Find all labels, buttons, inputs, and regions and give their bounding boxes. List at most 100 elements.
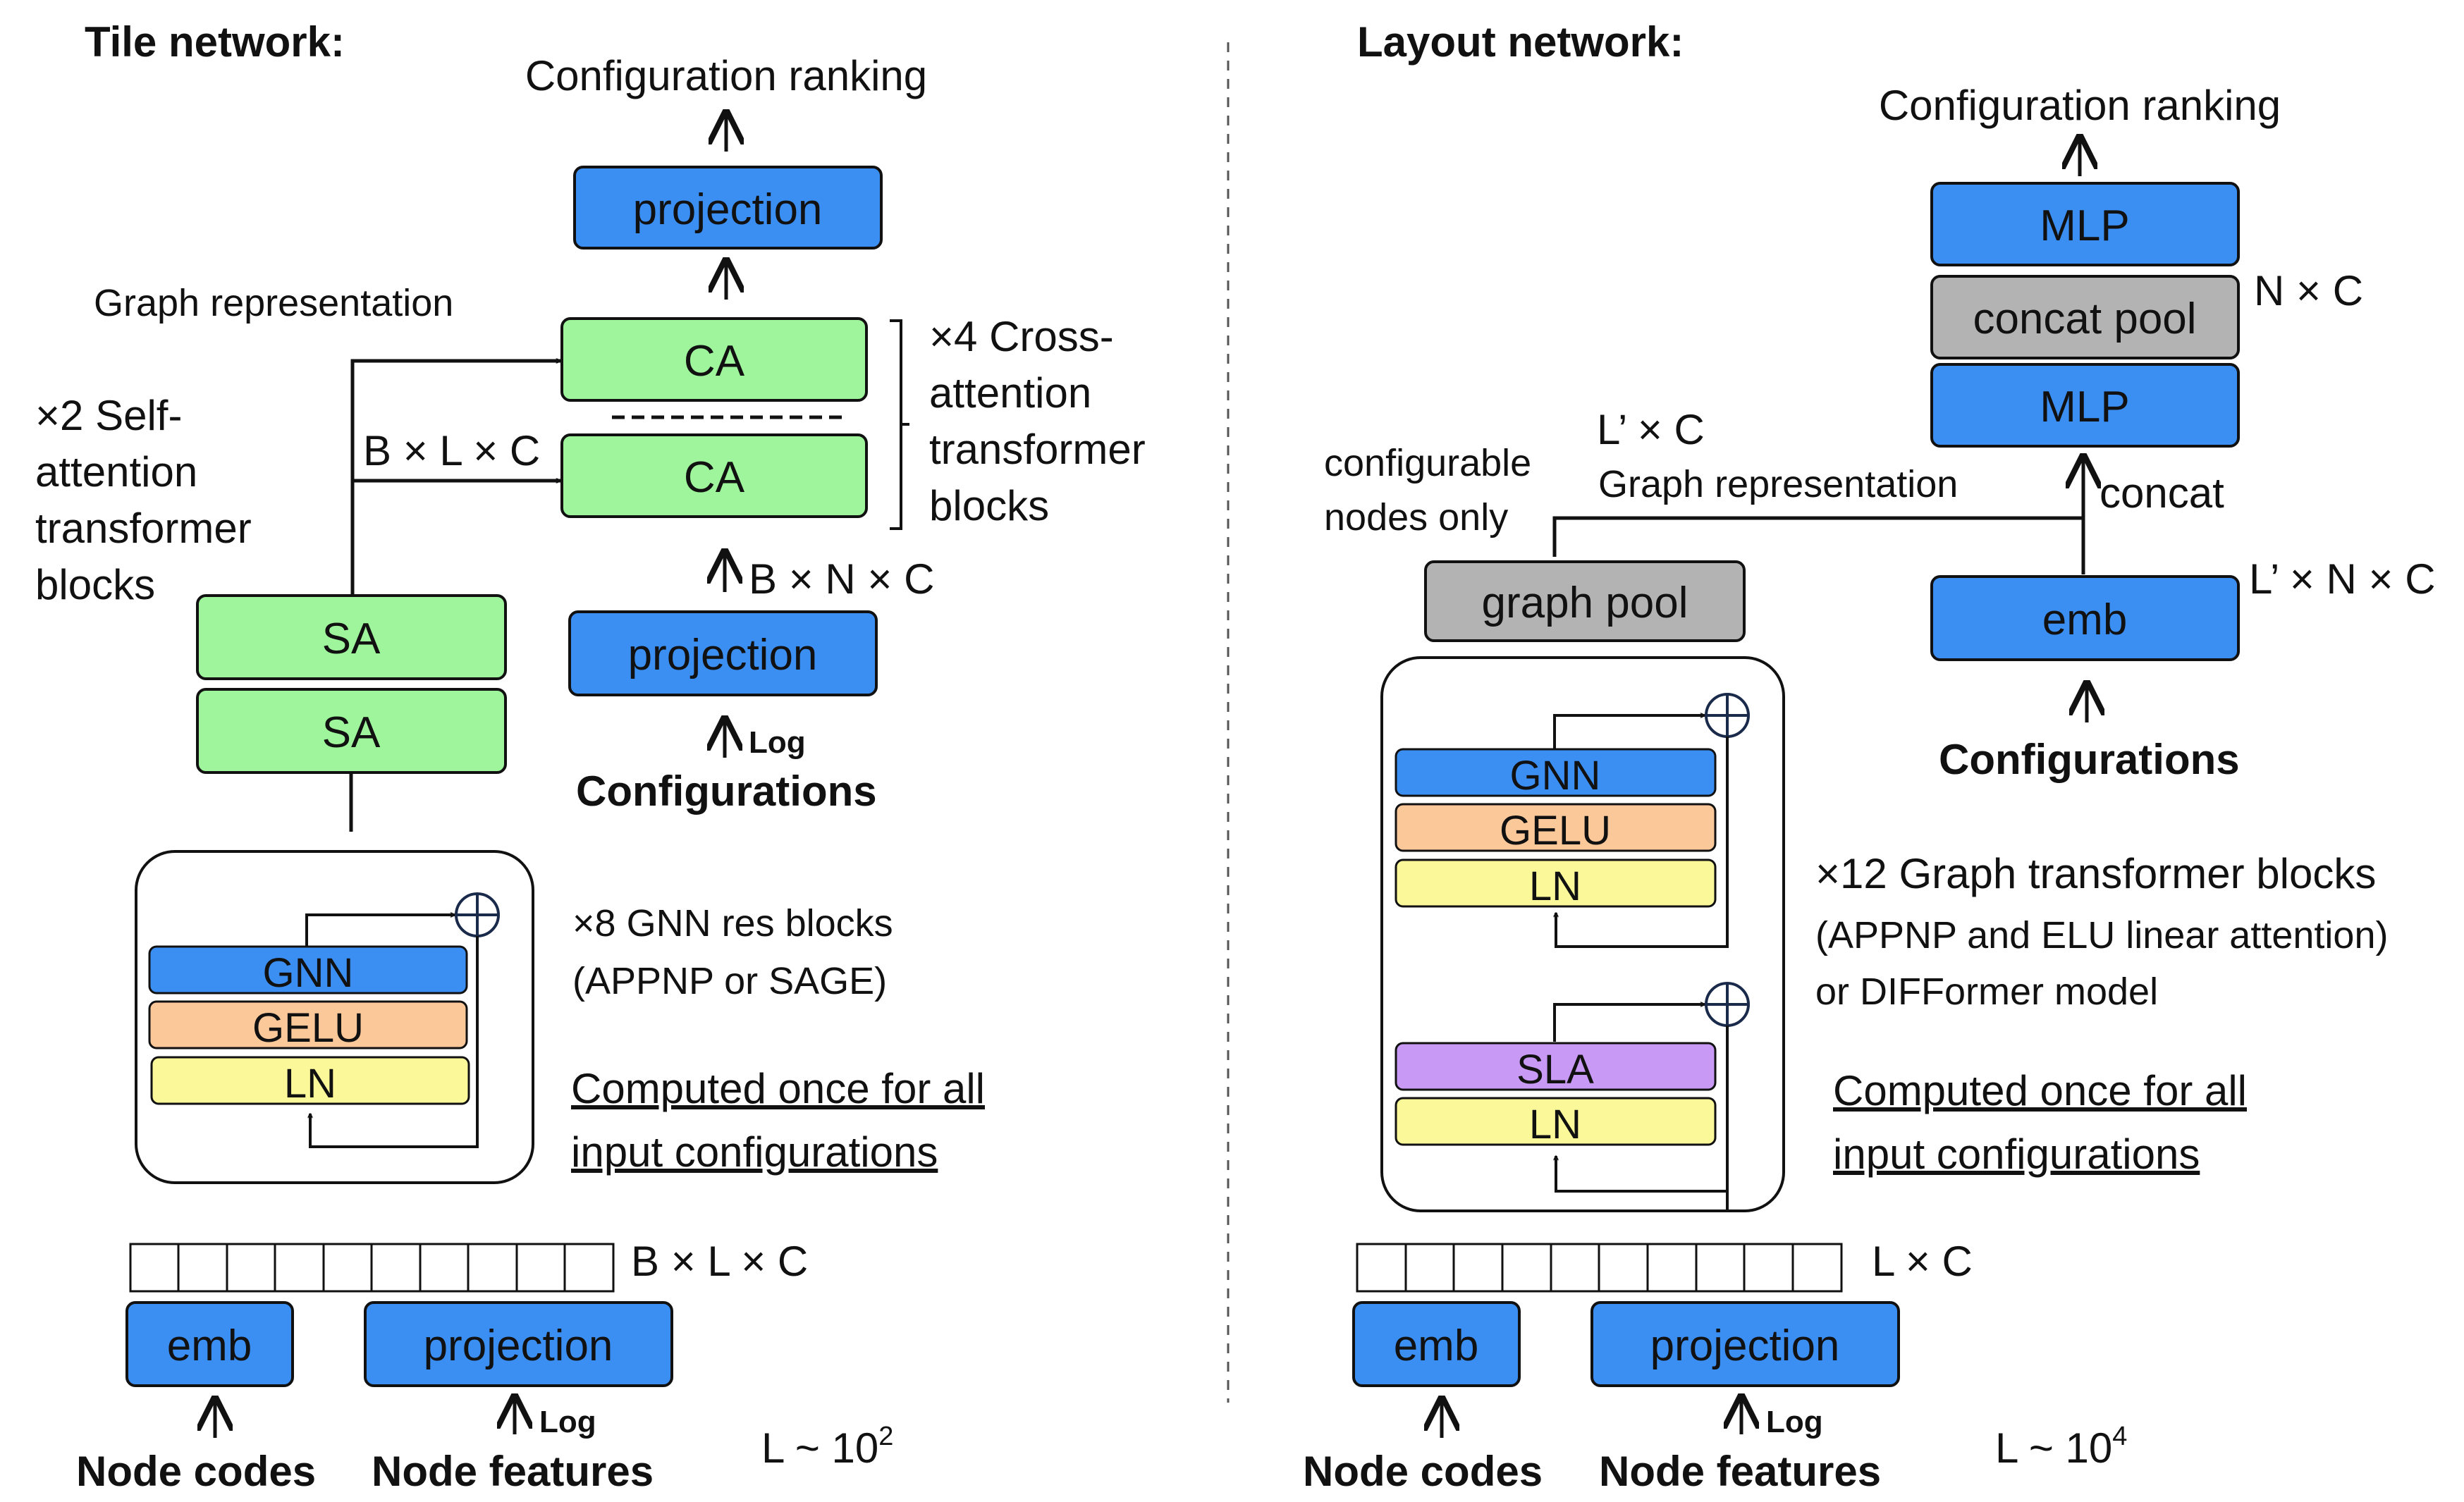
tile-gnn-box xyxy=(148,945,468,995)
tile-emb-box xyxy=(125,1301,294,1387)
layout-concat: concat xyxy=(2100,469,2224,517)
tile-ca-label-2: CA xyxy=(684,453,745,502)
layout-configurations: Configurations xyxy=(1939,736,2240,783)
layout-concat-pool-label: concat pool xyxy=(1973,295,2196,343)
tile-sa-label-1: SA xyxy=(322,615,381,663)
tile-ln-box xyxy=(150,1056,470,1105)
layout-emb-label: emb xyxy=(1394,1322,1479,1370)
layout-mlp-top-box xyxy=(1930,182,2240,266)
layout-graph-tf-sub2: or DIFFormer model xyxy=(1815,971,2158,1013)
layout-configurable-1: configurable xyxy=(1324,442,1531,484)
layout-computed-1: Computed once for all xyxy=(1833,1067,2247,1114)
layout-lc: L × C xyxy=(1872,1238,1973,1285)
tile-bnc: B × N × C xyxy=(749,555,934,603)
tile-gnn-res-sub: (APPNP or SAGE) xyxy=(572,960,887,1002)
tile-ln-label: LN xyxy=(284,1061,336,1107)
tile-log-bottom: Log xyxy=(539,1405,596,1439)
tile-graph-rep: Graph representation xyxy=(94,282,453,324)
layout-gnn-box xyxy=(1395,748,1717,797)
layout-gnn-label: GNN xyxy=(1510,753,1601,799)
tile-l-approx: L ~ 102 xyxy=(761,1422,893,1472)
tile-configurations: Configurations xyxy=(576,768,877,815)
layout-l-approx-exp: 4 xyxy=(2112,1422,2127,1451)
tile-title: Tile network: xyxy=(85,18,345,66)
layout-ln-box-2 xyxy=(1395,1097,1717,1146)
tile-ca-box-2 xyxy=(560,433,868,518)
tile-gnn-label: GNN xyxy=(263,950,354,996)
layout-node-sequence xyxy=(1356,1243,1843,1293)
layout-projection-bottom-box xyxy=(1590,1301,1900,1387)
layout-emb-cfg-box xyxy=(1930,575,2240,661)
tile-node-codes: Node codes xyxy=(76,1448,316,1495)
tile-node-sequence xyxy=(129,1243,615,1293)
layout-graph-pool-box xyxy=(1424,560,1746,642)
tile-network-panel: Tile network: Configuration ranking proj… xyxy=(35,18,1146,1495)
layout-sla-label: SLA xyxy=(1516,1047,1594,1092)
layout-mlp-bottom-box xyxy=(1930,363,2240,448)
tile-ca-label-1: CA xyxy=(684,337,745,386)
layout-graph-tf: ×12 Graph transformer blocks xyxy=(1815,850,2376,897)
layout-sla-box xyxy=(1395,1042,1717,1091)
tile-projection-cfg-box xyxy=(568,610,878,696)
tile-node-features: Node features xyxy=(372,1448,654,1495)
layout-concat-pool-box xyxy=(1930,275,2240,359)
layout-config-ranking: Configuration ranking xyxy=(1879,82,2281,129)
tile-cross-attn-1: ×4 Cross- xyxy=(929,313,1114,360)
layout-ln-label-2: LN xyxy=(1529,1102,1581,1147)
residual-connector xyxy=(1553,715,1705,749)
tile-blc: B × L × C xyxy=(363,427,540,474)
tile-config-ranking: Configuration ranking xyxy=(525,52,927,99)
tile-l-approx-exp: 2 xyxy=(878,1422,893,1451)
tile-projection-cfg-label: projection xyxy=(628,631,818,679)
layout-nc: N × C xyxy=(2254,267,2363,314)
layout-ln-box-1 xyxy=(1395,858,1717,908)
layout-mlp-bottom-label: MLP xyxy=(2040,383,2129,431)
tile-gnn-res: ×8 GNN res blocks xyxy=(572,902,893,944)
tile-ca-box-1 xyxy=(560,317,868,402)
layout-emb-box xyxy=(1352,1301,1521,1387)
tile-computed-2: input configurations xyxy=(571,1128,938,1176)
tile-self-attn-3: transformer xyxy=(35,505,252,552)
tile-cross-attn-4: blocks xyxy=(929,482,1049,529)
ca-bracket xyxy=(890,319,909,530)
tile-blc-bottom: B × L × C xyxy=(631,1238,808,1285)
layout-graph-rep: Graph representation xyxy=(1598,463,1958,505)
layout-gelu-box xyxy=(1395,803,1717,852)
layout-mlp-top-label: MLP xyxy=(2040,202,2129,250)
tile-cross-attn-2: attention xyxy=(929,369,1091,417)
layout-graph-pool-label: graph pool xyxy=(1481,579,1688,627)
tile-projection-top-label: projection xyxy=(633,185,823,234)
tile-log-cfg: Log xyxy=(749,725,806,760)
layout-node-codes: Node codes xyxy=(1303,1448,1543,1495)
tile-l-approx-base: L ~ 10 xyxy=(761,1424,878,1472)
layout-network-panel: Layout network: Configuration ranking ML… xyxy=(1303,18,2436,1495)
layout-gelu-label: GELU xyxy=(1500,808,1611,854)
tile-emb-label: emb xyxy=(167,1322,252,1370)
layout-lc-prime: L’ × C xyxy=(1597,406,1705,453)
tile-self-attn-4: blocks xyxy=(35,561,155,608)
layout-log-bottom: Log xyxy=(1766,1405,1823,1439)
tile-gelu-label: GELU xyxy=(252,1005,364,1051)
tile-gelu-box xyxy=(148,1000,468,1049)
connector xyxy=(350,361,560,596)
layout-lnc: L’ × N × C xyxy=(2249,555,2436,603)
layout-ln-label-1: LN xyxy=(1529,863,1581,909)
tile-cross-attn-3: transformer xyxy=(929,426,1146,473)
layout-graph-tf-sub1: (APPNP and ELU linear attention) xyxy=(1815,914,2388,956)
layout-title: Layout network: xyxy=(1357,18,1684,66)
tile-projection-bottom-label: projection xyxy=(424,1322,613,1370)
residual-connector xyxy=(1553,1004,1705,1042)
layout-projection-bottom-label: projection xyxy=(1650,1322,1840,1370)
tile-projection-bottom-box xyxy=(364,1301,673,1387)
tile-self-attn-2: attention xyxy=(35,448,197,495)
tile-sa-box-1 xyxy=(196,594,507,680)
layout-l-approx: L ~ 104 xyxy=(1995,1422,2127,1472)
residual-connector xyxy=(305,915,455,953)
tile-self-attn-1: ×2 Self- xyxy=(35,392,182,439)
layout-configurable-2: nodes only xyxy=(1324,496,1508,538)
residual-connector xyxy=(310,936,479,1148)
connector xyxy=(1552,516,2083,557)
residual-connector xyxy=(1556,1026,1729,1193)
layout-computed-2: input configurations xyxy=(1833,1131,2200,1178)
